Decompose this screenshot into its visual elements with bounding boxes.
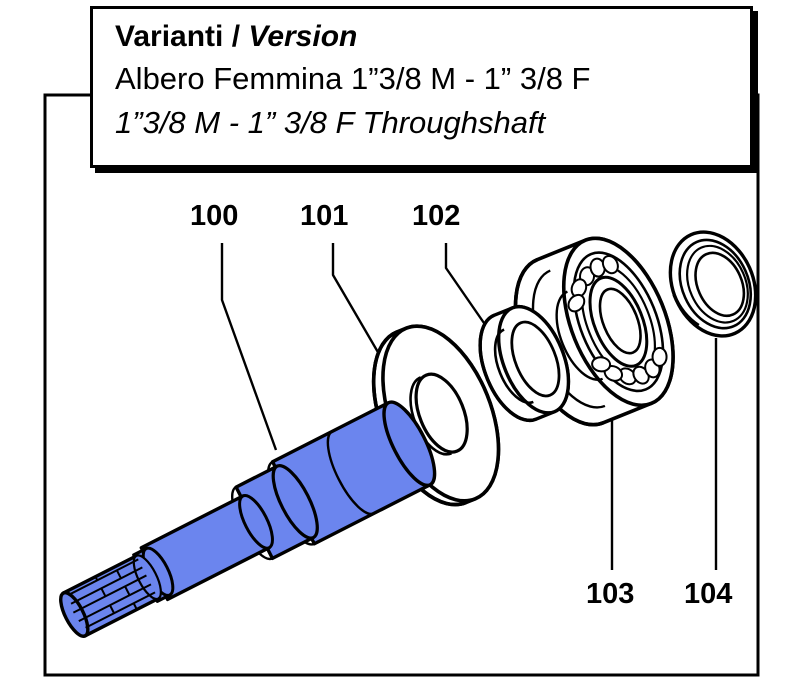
callout-label-101: 101 [300, 200, 349, 232]
variant-title-box: Varianti / Version Albero Femmina 1”3/8 … [90, 6, 753, 168]
variant-heading-separator: / [231, 20, 241, 53]
leader-line-100 [220, 243, 278, 451]
spline-teeth [68, 558, 156, 629]
part-spacer-ring-102 [478, 304, 571, 423]
callout-label-104: 104 [684, 578, 733, 610]
callout-label-102: 102 [412, 200, 461, 232]
part-drive-shaft-100 [59, 400, 437, 638]
bearing-balls [567, 254, 668, 386]
variant-description-en: 1”3/8 M - 1” 3/8 F Throughshaft [115, 105, 546, 140]
shaft-splined-end [59, 554, 162, 638]
shaft-section-middle [139, 494, 274, 602]
shaft-section-collar [231, 464, 319, 561]
callout-label-100: 100 [190, 200, 239, 232]
variant-heading-it: Varianti [115, 20, 224, 53]
callout-label-103: 103 [586, 578, 635, 610]
variant-description-it: Albero Femmina 1”3/8 M - 1” 3/8 F [115, 61, 591, 96]
variant-heading-en: Version [248, 20, 358, 53]
part-oil-seal-ring-104 [668, 230, 758, 338]
variant-heading: Varianti / Version [115, 17, 750, 57]
